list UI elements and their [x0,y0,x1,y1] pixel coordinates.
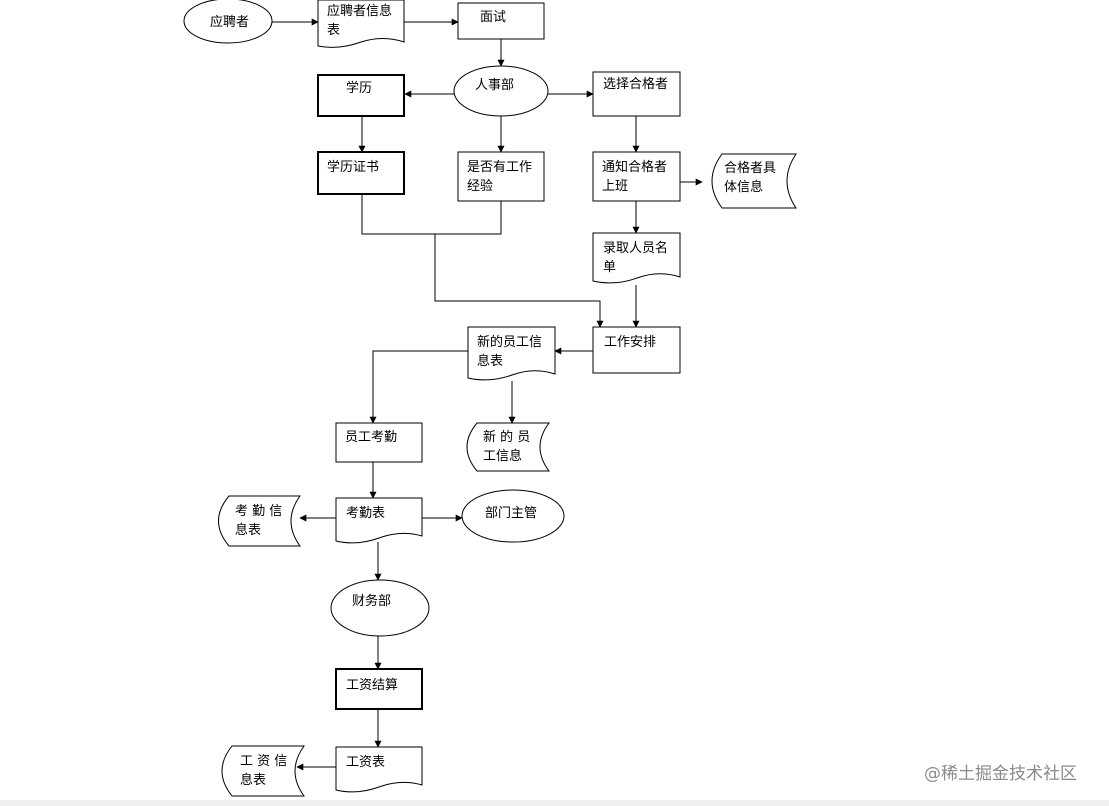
connector-diploma-experience-merge [361,194,502,235]
node-attendance-sheet: 考勤表 [335,497,423,544]
node-new-employee-form: 新的员工信 息表 [467,326,556,381]
document-shape [592,232,681,284]
process-shape [335,422,423,463]
node-label: 面试 [480,10,506,25]
node-attendance: 员工考勤 [335,422,423,463]
ellipse-shape [183,0,273,44]
document-shape [467,326,556,381]
node-label: 员工考勤 [345,430,397,445]
node-payroll-settlement: 工资结算 [335,668,423,710]
process-shape [592,326,681,374]
node-job-assignment: 工作安排 [592,326,681,374]
node-dept-manager: 部门主管 [461,489,565,543]
node-label: 部门主管 [485,506,537,521]
process-shape [457,151,545,202]
node-label: 财务部 [352,593,391,609]
connector-merge-to-assignment [434,234,604,328]
node-label: 录取人员名 单 [603,240,672,275]
ellipse-shape [453,65,549,117]
node-payroll-info: 工 资 信 息表 [221,745,305,797]
node-label: 学历证书 [327,159,379,175]
node-qualified-details: 合格者具 体信息 [711,153,797,209]
node-new-employee-info: 新 的 员 工信息 [466,422,550,472]
node-label: 工作安排 [604,335,656,350]
ellipse-shape [461,489,565,543]
node-label: 通知合格者 上班 [602,159,671,194]
node-label: 应聘者信息 表 [327,3,396,38]
storage-shape [466,422,550,472]
node-label: 考 勤 信 息表 [235,504,286,538]
node-label: 新 的 员 工信息 [483,429,534,464]
node-label: 人事部 [475,78,514,93]
node-label: 选择合格者 [603,76,668,92]
storage-shape [711,153,797,209]
process-shape [592,151,681,202]
process-shape [335,668,423,710]
node-label: 考勤表 [346,506,385,521]
document-shape [335,497,423,544]
node-diploma: 学历证书 [317,151,405,195]
node-interview: 面试 [457,2,545,40]
node-label: 工资表 [346,755,385,770]
process-shape [317,74,405,117]
nodes: 应聘者 应聘者信息 表 面试 人事部 学历 [183,0,797,797]
node-payroll-sheet: 工资表 [335,746,423,793]
connector-new-form-to-attendance [369,350,468,424]
storage-shape [218,495,301,547]
node-applicant: 应聘者 [183,0,273,44]
node-attendance-info: 考 勤 信 息表 [218,495,301,547]
node-label: 学历 [346,80,372,96]
process-shape [592,71,681,117]
node-notify-qualified: 通知合格者 上班 [592,151,681,202]
watermark-text: @稀土掘金技术社区 [924,764,1077,784]
node-label: 工资结算 [346,678,398,693]
storage-shape [221,745,305,797]
node-finance-dept: 财务部 [330,579,430,637]
node-applicant-form: 应聘者信息 表 [317,0,405,48]
node-label: 工 资 信 息表 [240,754,291,788]
node-hired-list: 录取人员名 单 [592,232,681,284]
bottom-strip [0,800,1109,806]
document-shape [335,746,423,793]
document-shape [317,0,405,48]
process-shape [317,151,405,195]
node-label: 新的员工信 息表 [477,334,546,369]
node-education: 学历 [317,74,405,117]
node-hr-dept: 人事部 [453,65,549,117]
node-label: 合格者具 体信息 [724,160,780,195]
node-label: 应聘者 [210,14,249,30]
node-label: 是否有工作 经验 [467,160,536,194]
node-select-qualified: 选择合格者 [592,71,681,117]
ellipse-shape [330,579,430,637]
connectors [272,18,703,771]
process-shape [457,2,545,40]
node-work-experience: 是否有工作 经验 [457,151,545,202]
